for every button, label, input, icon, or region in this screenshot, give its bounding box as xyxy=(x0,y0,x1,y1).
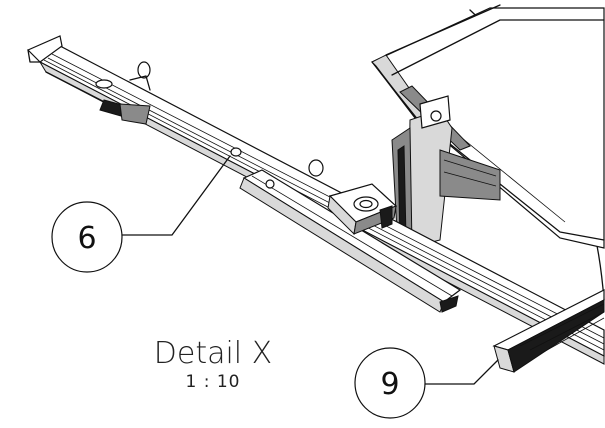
support-bracket xyxy=(391,95,501,251)
clamp-assembly xyxy=(327,183,398,236)
lower-rail xyxy=(239,169,462,313)
detail-scale: 1 : 10 xyxy=(186,372,241,392)
callout-6-label: 6 xyxy=(77,221,96,256)
detail-title: Detail X xyxy=(154,336,272,371)
callout-6: 6 xyxy=(51,155,231,273)
rail-clips xyxy=(95,61,324,177)
callout-9-leader xyxy=(423,359,499,385)
rail-end-lower-right xyxy=(492,289,605,373)
callout-6-bubble xyxy=(51,201,123,273)
callout-9-bubble xyxy=(354,347,426,419)
callout-9: 9 xyxy=(354,347,499,419)
callout-6-leader xyxy=(120,155,231,236)
callout-9-label: 9 xyxy=(380,367,399,402)
